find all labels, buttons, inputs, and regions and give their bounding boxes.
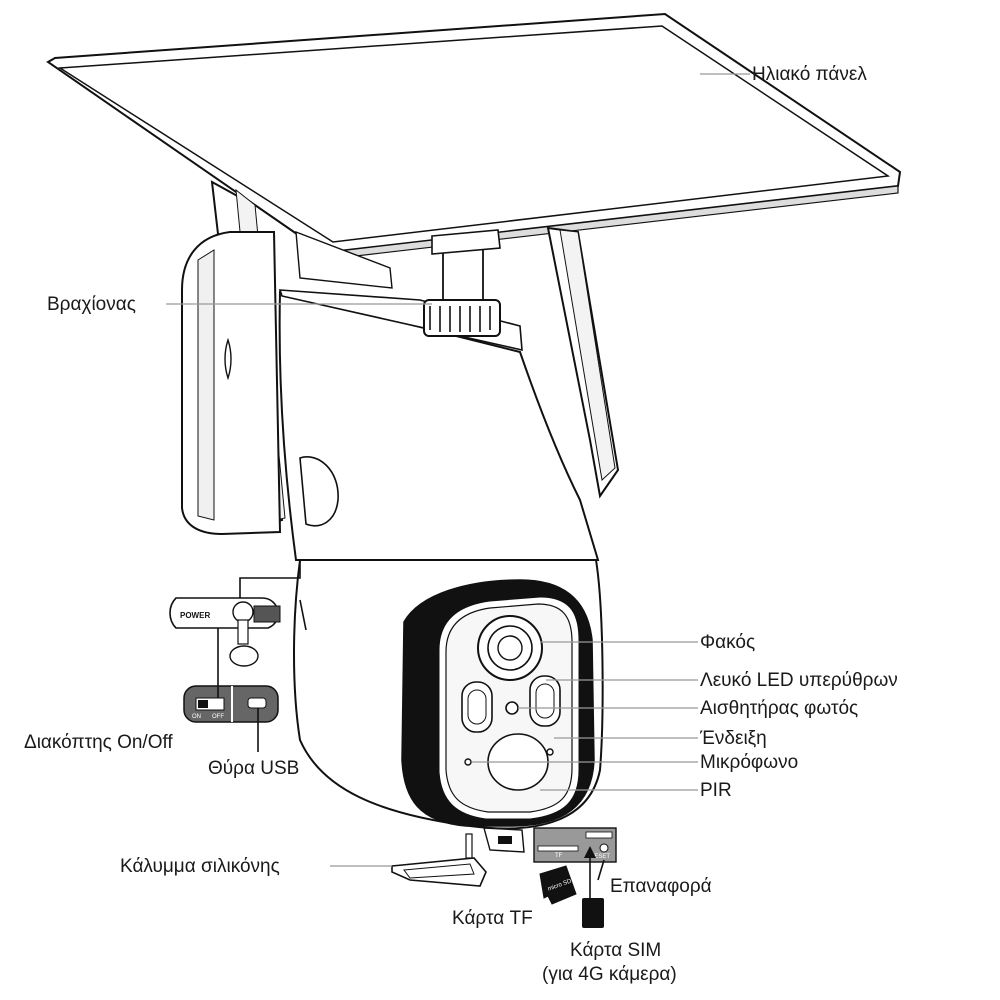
battery-housing <box>181 231 282 536</box>
label-lens: Φακός <box>700 632 755 653</box>
power-callout: POWER <box>169 560 301 667</box>
bracket <box>295 229 501 337</box>
label-sim-note: (για 4G κάμερα) <box>542 964 677 985</box>
label-indicator: Ένδειξη <box>699 728 767 749</box>
leader-lines <box>166 73 750 867</box>
label-solar-panel: Ηλιακό πάνελ <box>752 64 867 85</box>
solar-panel <box>46 12 902 260</box>
power-usb-closeup: ON OFF <box>183 685 279 723</box>
usb-port[interactable] <box>247 697 267 709</box>
label-tf-card: Κάρτα TF <box>452 908 533 929</box>
led-lights <box>461 675 561 733</box>
label-pir: PIR <box>700 780 732 801</box>
camera-lens <box>477 615 543 681</box>
label-switch: Διακόπτης On/Off <box>24 732 173 753</box>
on-marking: ON <box>192 714 201 720</box>
label-sim-card: Κάρτα SIM <box>570 940 661 961</box>
label-reset: Επαναφορά <box>610 876 712 897</box>
off-marking: OFF <box>212 714 224 720</box>
microphone <box>464 758 472 766</box>
label-usb: Θύρα USB <box>208 758 299 779</box>
label-microphone: Μικρόφωνο <box>700 752 798 773</box>
power-text: POWER <box>180 611 210 620</box>
label-bracket: Βραχίονας <box>47 294 136 315</box>
indicator-light <box>546 748 554 756</box>
sim-card <box>582 898 604 928</box>
reset-marking: RESET <box>590 854 610 860</box>
card-slot-panel: TF RESET <box>483 827 617 900</box>
label-white-led: Λευκό LED υπερύθρων <box>700 670 898 691</box>
tf-card: micro SD <box>539 865 577 905</box>
silicone-cover <box>391 833 487 887</box>
tf-marking: TF <box>555 853 563 859</box>
camera-body <box>278 289 600 561</box>
label-light-sensor: Αισθητήρας φωτός <box>700 698 858 719</box>
label-silicone-cover: Κάλυμμα σιλικόνης <box>120 856 280 877</box>
light-sensor <box>505 701 519 715</box>
